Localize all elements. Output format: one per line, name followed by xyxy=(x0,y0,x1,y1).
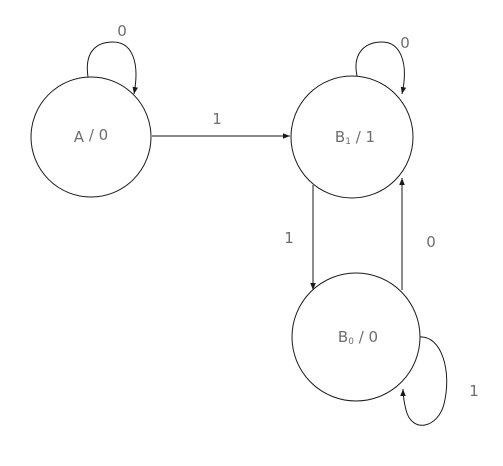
transition-label-a-to-b1: 1 xyxy=(212,110,222,128)
state-b0-label: B0 / 0 xyxy=(338,328,378,347)
transition-label-b1-to-b0: 1 xyxy=(284,229,294,247)
state-b0-circle xyxy=(291,272,421,402)
state-a-circle xyxy=(30,76,152,198)
state-b1-label: B1 / 1 xyxy=(335,128,375,147)
transition-label-b0-to-b0: 1 xyxy=(469,382,479,400)
state-a: A / 0 xyxy=(30,76,152,198)
transition-b1-to-b1 xyxy=(355,41,407,95)
transition-a-to-a xyxy=(86,41,139,95)
state-b0: B0 / 0 xyxy=(291,272,421,402)
transition-label-b1-to-b1: 0 xyxy=(400,34,410,52)
state-a-label: A / 0 xyxy=(74,126,108,146)
state-b1-circle xyxy=(290,75,414,199)
state-b1: B1 / 1 xyxy=(290,75,414,199)
transition-b0-to-b0 xyxy=(400,336,448,426)
transition-label-a-to-a: 0 xyxy=(117,22,127,40)
transition-label-b0-to-b1: 0 xyxy=(426,233,436,251)
